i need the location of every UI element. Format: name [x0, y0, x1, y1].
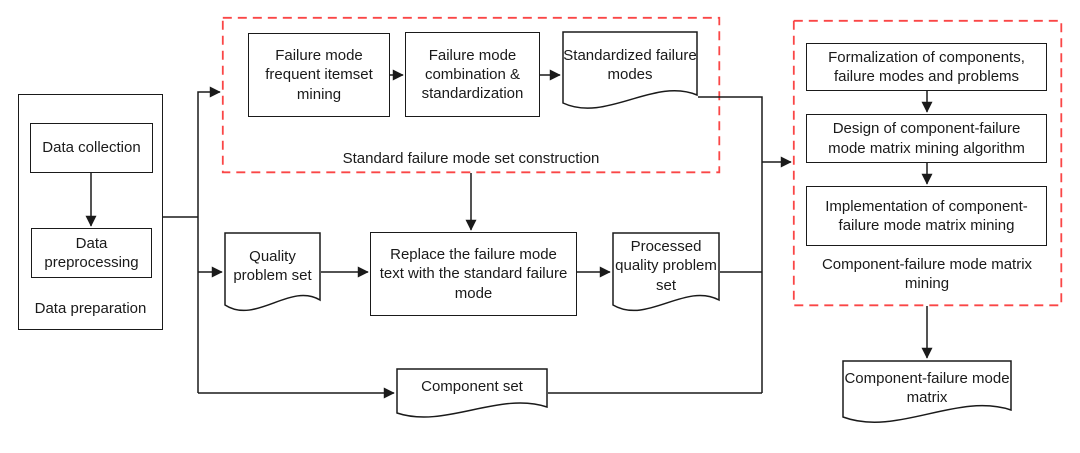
node-formalization-label: Formalization of components, failure mod…	[828, 48, 1025, 85]
group-cfm-mining-label: Component-failure mode matrix mining	[821, 256, 1033, 293]
node-formalization: Formalization of components, failure mod…	[806, 43, 1047, 91]
node-data-preprocessing-label: Data preprocessing	[44, 234, 139, 271]
node-data-preprocessing: Data preprocessing	[31, 228, 152, 278]
node-fm-combination-standardization: Failure mode combination & standardizati…	[405, 32, 540, 117]
node-design-algorithm: Design of component-failure mode matrix …	[806, 114, 1047, 163]
node-fm-frequent-itemset-mining-label: Failure mode frequent itemset mining	[265, 47, 373, 103]
arrow-branch-to-standard-group	[197, 86, 221, 393]
node-fm-frequent-itemset-mining: Failure mode frequent itemset mining	[248, 33, 390, 117]
group-data-preparation	[18, 94, 163, 330]
doc-standardized-failure-modes	[562, 31, 698, 109]
group-cfm-mining-border	[792, 19, 1063, 307]
node-design-algorithm-label: Design of component-failure mode matrix …	[828, 120, 1025, 157]
doc-quality-problem-set	[224, 232, 321, 312]
node-data-collection-label: Data collection	[42, 139, 141, 157]
node-implementation-label: Implementation of component-failure mode…	[825, 197, 1028, 234]
connector-standardized-to-collector	[698, 96, 763, 393]
doc-component-failure-mode-matrix	[842, 360, 1012, 423]
node-data-collection: Data collection	[30, 123, 153, 173]
node-fm-combination-standardization-label: Failure mode combination & standardizati…	[421, 46, 524, 103]
node-replace-failure-mode-text: Replace the failure mode text with the s…	[370, 232, 577, 316]
node-replace-failure-mode-text-label: Replace the failure mode text with the s…	[379, 246, 568, 302]
doc-component-set	[396, 368, 548, 418]
doc-processed-quality-problem-set	[612, 232, 720, 312]
node-implementation: Implementation of component-failure mode…	[806, 186, 1047, 246]
group-standard-failure-mode-set-border	[221, 16, 721, 174]
group-data-preparation-label: Data preparation	[34, 300, 147, 317]
group-standard-fm-construction-label: Standard failure mode set construction	[342, 150, 600, 167]
